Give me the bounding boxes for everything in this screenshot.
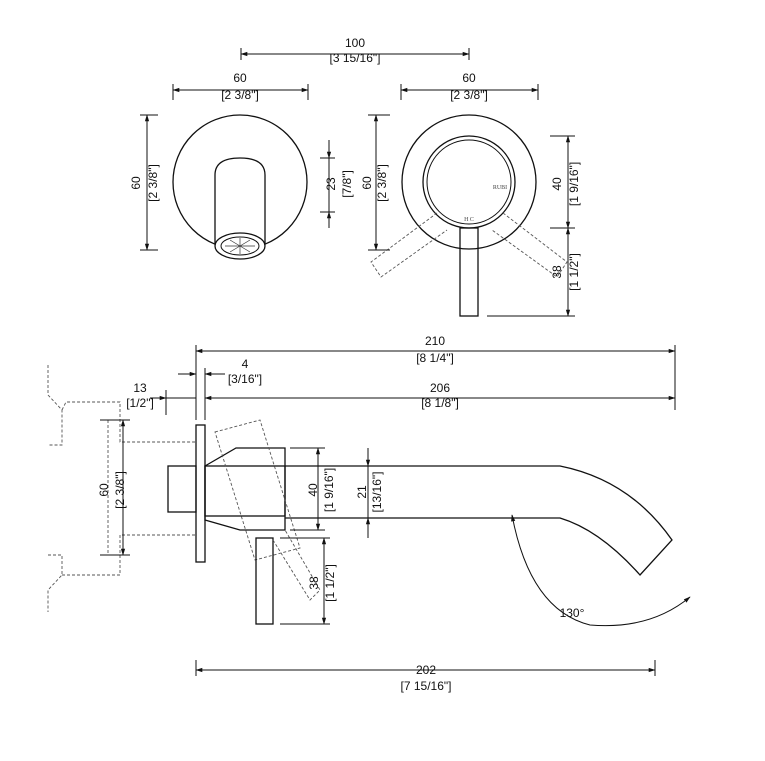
spout-plate-height-value: 60 xyxy=(129,176,143,190)
valve-body xyxy=(204,465,286,517)
spout-plate-width-imperial: [2 3/8"] xyxy=(221,88,259,102)
spout-length-imperial: [8 1/8"] xyxy=(421,396,459,410)
wall-plate xyxy=(195,424,206,563)
overall-length-imperial: [8 1/4"] xyxy=(416,351,454,365)
wall-offset-value: 13 xyxy=(133,381,147,395)
dimension-handle-plate-height: 60 [2 3/8"] xyxy=(360,114,390,251)
overall-length-value: 210 xyxy=(425,334,445,348)
handle-inner-dia-value: 40 xyxy=(550,177,564,191)
plate-thickness-value: 4 xyxy=(242,357,249,371)
dimension-wall-offset: 13 [1/2"] xyxy=(126,381,196,415)
dimension-reach: 202 [7 15/16"] xyxy=(195,660,656,693)
dimension-overall-length: 210 [8 1/4"] xyxy=(195,334,676,420)
body-height-value: 60 xyxy=(97,483,111,497)
spout-offset-imperial: [7/8"] xyxy=(340,170,354,198)
handle-plate-height-value: 60 xyxy=(360,176,374,190)
dimension-spout-height: 21 [13/16"] xyxy=(355,448,384,538)
handle-plate-height-imperial: [2 3/8"] xyxy=(375,164,389,202)
spout-plate-height-imperial: [2 3/8"] xyxy=(146,164,160,202)
handle-inner-dia-imperial: [1 9/16"] xyxy=(567,162,581,206)
spout-height-value: 21 xyxy=(355,485,369,499)
lever-length-value: 38 xyxy=(307,576,321,590)
dimension-lever-length: 38 [1 1/2"] xyxy=(280,537,337,625)
dimension-spout-plate-width: 60 [2 3/8"] xyxy=(172,71,309,102)
brand-logo: RUBI xyxy=(493,185,507,191)
handle-plate-front-view: RUBI H C xyxy=(370,114,568,317)
lever-length-imperial: [1 1/2"] xyxy=(323,564,337,602)
reach-value: 202 xyxy=(416,663,436,677)
dimension-spout-length: 206 [8 1/8"] xyxy=(204,381,676,410)
dimension-body-height: 60 [2 3/8"] xyxy=(97,419,130,556)
spout-height-imperial: [13/16"] xyxy=(370,472,384,513)
handle-plate-width-value: 60 xyxy=(462,71,476,85)
cartridge xyxy=(167,465,197,513)
faucet-side-view xyxy=(167,419,673,625)
spout-offset-value: 23 xyxy=(324,177,338,191)
handle-body-height-value: 40 xyxy=(306,483,320,497)
dimension-rotation-angle: 130° xyxy=(511,514,691,627)
dimension-spout-plate-height: 60 [2 3/8"] xyxy=(129,114,160,251)
plate-thickness-imperial: [3/16"] xyxy=(228,372,262,386)
dimension-overall-width: 100 [3 15/16"] xyxy=(240,36,470,65)
spout-plate-front-view xyxy=(172,114,308,260)
hot-cold-mark: H C xyxy=(464,217,474,223)
handle-length-value: 38 xyxy=(550,265,564,279)
body-height-imperial: [2 3/8"] xyxy=(113,471,127,509)
rotation-angle-value: 130° xyxy=(560,606,585,620)
dimension-handle-body-height: 40 [1 9/16"] xyxy=(290,447,336,531)
side-lever xyxy=(255,537,274,625)
handle-length-imperial: [1 1/2"] xyxy=(567,253,581,291)
dimension-handle-inner-dia: 40 [1 9/16"] xyxy=(550,135,581,229)
handle-plate-width-imperial: [2 3/8"] xyxy=(450,88,488,102)
lever-handle xyxy=(459,227,479,317)
dimension-spout-offset: 23 [7/8"] xyxy=(320,140,354,228)
dimension-handle-length: 38 [1 1/2"] xyxy=(487,227,581,317)
spout-plate-width-value: 60 xyxy=(233,71,247,85)
wall-offset-imperial: [1/2"] xyxy=(126,396,154,410)
dimension-plate-thickness: 4 [3/16"] xyxy=(178,357,262,420)
overall-width-imperial: [3 15/16"] xyxy=(330,51,381,65)
reach-imperial: [7 15/16"] xyxy=(401,679,452,693)
spout-length-value: 206 xyxy=(430,381,450,395)
overall-width-value: 100 xyxy=(345,36,365,50)
handle-body-height-imperial: [1 9/16"] xyxy=(322,468,336,512)
dimension-handle-plate-width: 60 [2 3/8"] xyxy=(400,71,539,102)
